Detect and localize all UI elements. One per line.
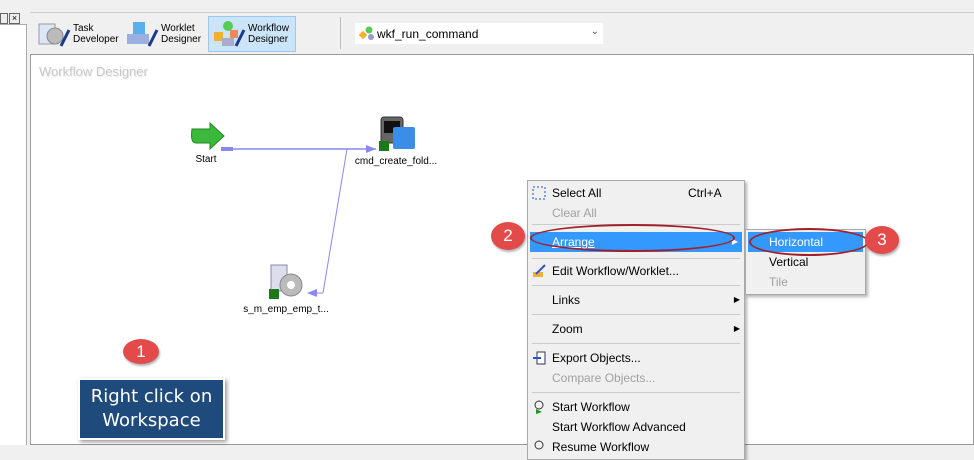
command-task-node[interactable]: cmd_create_fold...: [346, 115, 446, 167]
menu-item-start-workflow-advanced[interactable]: Start Workflow Advanced: [528, 417, 744, 437]
resume-workflow-icon: [534, 440, 544, 450]
menu-item-zoom[interactable]: Zoom ▶: [528, 319, 744, 339]
menu-separator: [532, 343, 740, 344]
label: Zoom: [552, 322, 583, 336]
label: Start Workflow Advanced: [552, 420, 686, 434]
menu-item-compare-objects: Compare Objects...: [528, 368, 744, 388]
close-panel-button[interactable]: ×: [9, 13, 20, 24]
start-arrow-icon: [191, 121, 225, 151]
menu-item-export-objects[interactable]: Export Objects...: [528, 348, 744, 368]
label: Workflow: [248, 23, 289, 34]
workflow-icon: [359, 26, 374, 40]
submenu-item-tile: Tile: [748, 272, 863, 292]
restore-button[interactable]: [0, 13, 8, 24]
callout-text: Right click on: [90, 386, 213, 407]
node-label: Start: [195, 154, 217, 165]
chevron-down-icon: ⌄: [590, 26, 599, 37]
node-label: cmd_create_fold...: [354, 156, 438, 167]
label: Export Objects...: [552, 351, 641, 365]
menu-separator: [532, 314, 740, 315]
menu-separator: [532, 392, 740, 393]
label: Clear All: [552, 206, 597, 220]
menu-item-clear-all: Clear All: [528, 203, 744, 223]
label: Select All: [552, 186, 602, 200]
workflow-designer-icon: [212, 20, 246, 48]
label: Resume Workflow: [552, 440, 650, 454]
links: [221, 145, 376, 297]
left-panel: [0, 24, 27, 445]
export-icon: [533, 351, 546, 365]
menu-item-select-all[interactable]: Select All Ctrl+A: [528, 183, 744, 203]
label: Designer: [248, 34, 289, 45]
task-developer-icon: [37, 20, 71, 48]
submenu-item-vertical[interactable]: Vertical: [748, 252, 863, 272]
submenu-arrow-icon: ▶: [733, 295, 740, 304]
step-badge-3: 3: [865, 226, 899, 254]
session-node[interactable]: s_m_emp_emp_t...: [236, 263, 336, 315]
label: Worklet: [161, 23, 195, 34]
highlight-ring-arrange: [530, 224, 735, 252]
label: Designer: [161, 34, 202, 45]
label: Task: [73, 23, 94, 34]
toolbar-separator: [340, 17, 341, 49]
menu-item-edit-workflow[interactable]: Edit Workflow/Worklet...: [528, 261, 744, 281]
menu-separator: [532, 285, 740, 286]
start-node[interactable]: Start: [171, 121, 241, 165]
label: Links: [552, 293, 581, 307]
select-all-icon: [532, 186, 546, 200]
label: Start Workflow: [552, 400, 630, 414]
step-badge-1: 1: [123, 339, 159, 364]
start-workflow-icon: [534, 400, 544, 414]
callout-box: Right click on Workspace: [78, 378, 225, 440]
command-task-icon: [379, 116, 415, 151]
label: Vertical: [769, 255, 809, 269]
callout-text: Workspace: [102, 410, 201, 431]
canvas-title: Workflow Designer: [39, 64, 148, 79]
session-icon: [269, 264, 303, 299]
label: Developer: [73, 34, 119, 45]
menu-separator: [532, 258, 740, 259]
workflow-select[interactable]: wkf_run_command ⌄: [355, 23, 603, 44]
highlight-ring-horizontal: [749, 228, 869, 256]
workflow-select-value: wkf_run_command: [377, 26, 479, 41]
label: Edit Workflow/Worklet...: [552, 264, 679, 278]
menu-item-start-workflow[interactable]: Start Workflow: [528, 397, 744, 417]
step-badge-2: 2: [491, 222, 525, 250]
menu-item-links[interactable]: Links ▶: [528, 290, 744, 310]
edit-icon: [533, 264, 546, 277]
submenu-arrow-icon: ▶: [731, 237, 738, 246]
label: Compare Objects...: [552, 371, 656, 385]
node-label: s_m_emp_emp_t...: [243, 304, 329, 315]
label: Tile: [769, 275, 788, 289]
worklet-designer-icon: [125, 20, 159, 48]
menu-item-resume-workflow[interactable]: Resume Workflow: [528, 437, 744, 457]
submenu-arrow-icon: ▶: [733, 324, 740, 333]
shortcut: Ctrl+A: [688, 186, 722, 200]
